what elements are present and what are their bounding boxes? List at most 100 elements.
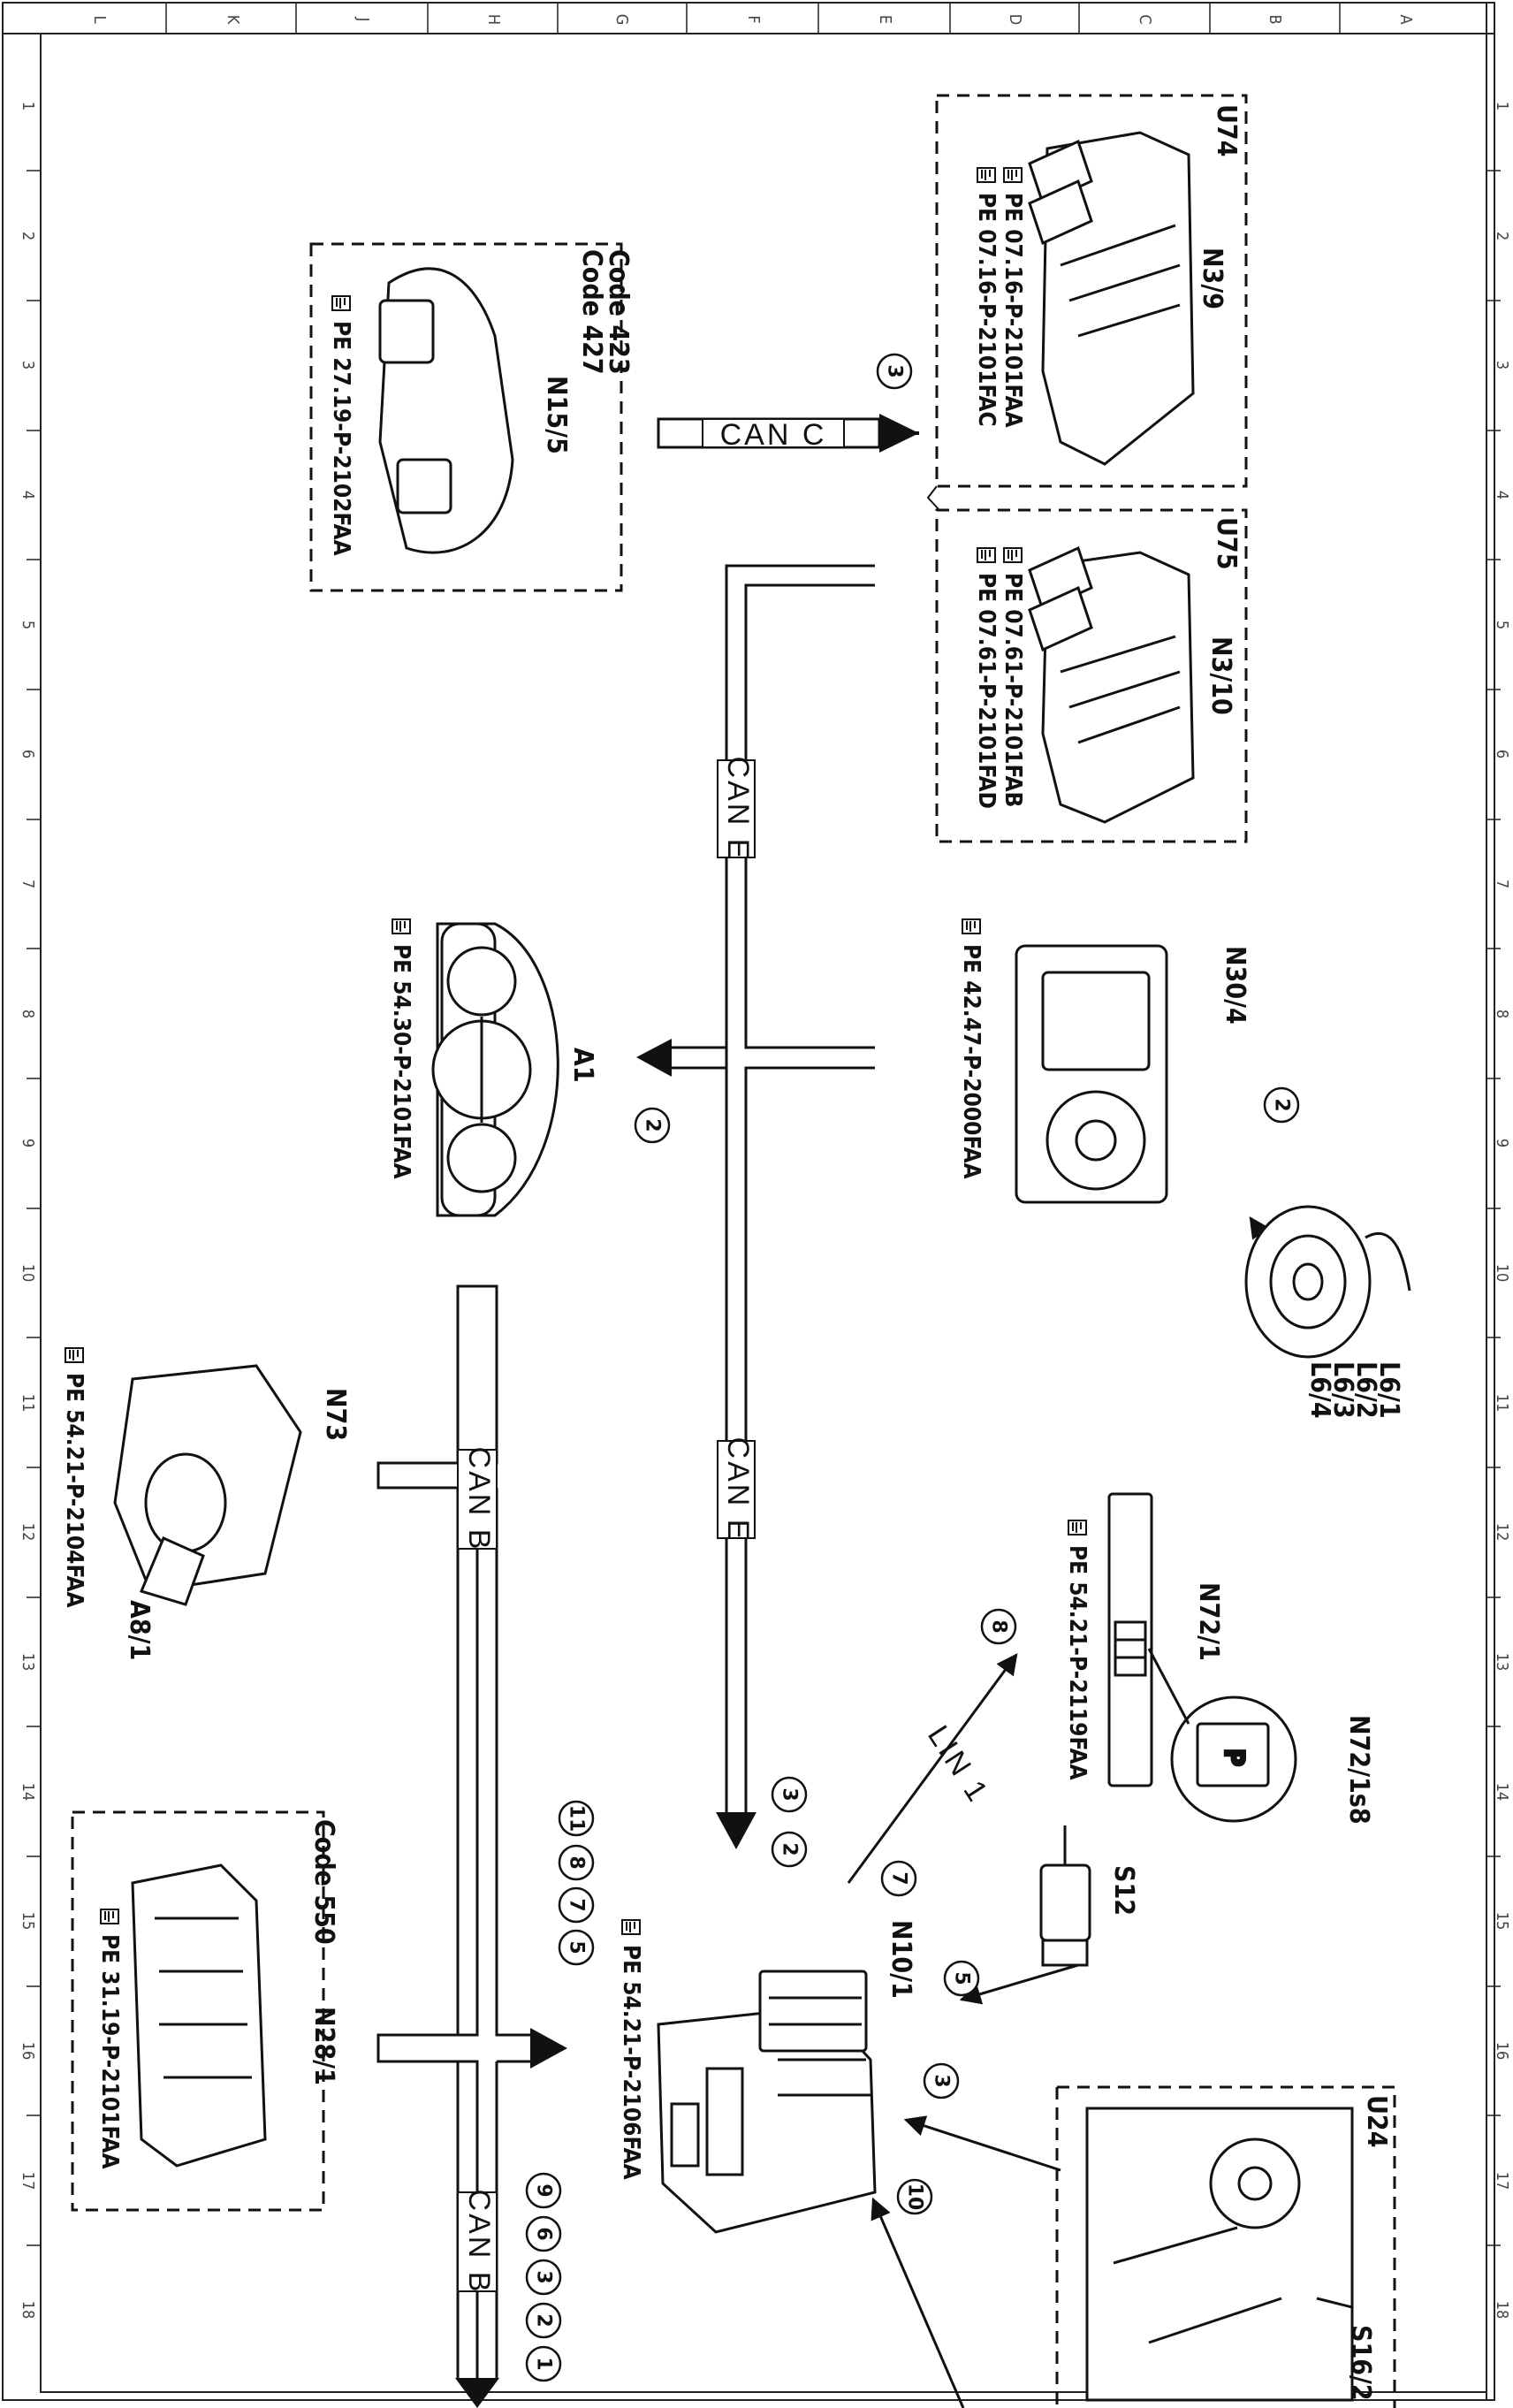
column-marker: H (484, 14, 503, 25)
arrow-s12-n10 (959, 1961, 1088, 2005)
circled-number: 7 (558, 1886, 595, 1924)
ref-n3-10-b: PE 07.61-P-2101FAD (973, 573, 1000, 809)
can-c-line: CAN C (657, 414, 919, 453)
circled-number: 3 (771, 1776, 808, 1813)
svg-text:CAN E: CAN E (721, 757, 755, 862)
group-n28-box (71, 1810, 325, 2212)
row-marker: 2 (19, 232, 37, 240)
label-s12: S12 (1108, 1865, 1139, 1916)
column-marker: J (354, 17, 372, 22)
svg-text:2: 2 (1271, 1098, 1293, 1111)
row-marker: 13 (1493, 1653, 1511, 1672)
column-marker: K (224, 15, 242, 25)
ref-n72-1: PE 54.21-P-2119FAA (1064, 1545, 1091, 1780)
label-s16-2: S16/2 (1345, 2325, 1376, 2401)
label-n72-1s8: N72/1s8 (1343, 1715, 1374, 1825)
module-n28-1 (131, 1863, 267, 2168)
arrow-can-e-n10 (716, 1812, 756, 1849)
label-n15-5: N15/5 (541, 376, 572, 454)
circled-number: 6 (525, 2215, 562, 2252)
circled-numbers: 3 2 2 8 5 3 2 7 11 8 7 5 3 10 9 6 3 2 1 (525, 353, 1300, 2382)
label-l6-4: L6/4 (1304, 1361, 1335, 1419)
label-n72-1: N72/1 (1193, 1582, 1224, 1661)
row-marker: 7 (19, 880, 37, 888)
svg-text:3: 3 (931, 2074, 953, 2087)
pointing-hand-icon (331, 295, 351, 311)
column-markers: L K J H G F E D C B A (90, 3, 1415, 34)
pointing-hand-icon (1003, 547, 1023, 563)
pointing-hand-icon (1003, 167, 1023, 183)
label-l6-1: L6/1 (1373, 1361, 1404, 1419)
group-u24-box (1055, 2085, 1396, 2408)
can-e-label-lower: CAN E (717, 1437, 756, 1543)
bus-label-can-c: CAN C (720, 418, 827, 452)
column-marker: L (90, 15, 109, 23)
code-550: Code 550 (308, 1819, 339, 1945)
ecu-n3-10 (1028, 545, 1195, 824)
circled-number: 1 (525, 2345, 562, 2382)
circled-number: 11 (558, 1800, 595, 1837)
row-marker: 16 (1493, 2042, 1511, 2061)
arrow-can-b-end (455, 2378, 499, 2408)
pointing-hand-icon (1068, 1520, 1087, 1535)
row-marker: 3 (1493, 361, 1511, 370)
instrument-cluster-a1 (431, 922, 559, 1217)
ref-n73: PE 54.21-P-2104FAA (61, 1373, 87, 1608)
code-423: Code 423 (603, 249, 634, 375)
svg-text:7: 7 (888, 1871, 910, 1885)
svg-text:10: 10 (904, 2183, 926, 2211)
svg-text:2: 2 (533, 2313, 555, 2327)
svg-text:CAN B: CAN B (462, 2190, 496, 2295)
svg-text:CAN E: CAN E (721, 1437, 755, 1543)
row-marker: 12 (1493, 1523, 1511, 1542)
svg-text:CAN B: CAN B (462, 1447, 496, 1552)
svg-text:2: 2 (779, 1842, 801, 1856)
pointing-hand-icon (621, 1919, 641, 1935)
u24-photo (1085, 2107, 1354, 2402)
ref-n3-10-a: PE 07.61-P-2101FAB (1000, 573, 1026, 807)
row-marker: 14 (1493, 1783, 1511, 1802)
row-marker: 5 (1493, 621, 1511, 629)
row-marker: 9 (19, 1139, 37, 1147)
group-label-u74: U74 (1211, 104, 1242, 156)
svg-text:3: 3 (779, 1787, 801, 1801)
group-n15-box (309, 242, 623, 592)
row-marker: 7 (1493, 880, 1511, 888)
row-marker: 6 (19, 750, 37, 758)
row-marker: 1 (19, 102, 37, 110)
label-l6-3: L6/3 (1327, 1361, 1358, 1419)
arrow-a1 (636, 1039, 672, 1077)
pointing-hand-icon (100, 1909, 119, 1924)
parking-symbol: P (1219, 1749, 1250, 1766)
svg-text:LIN 1: LIN 1 (921, 1719, 995, 1809)
row-marker: 18 (19, 2301, 37, 2320)
circled-number: 2 (771, 1831, 808, 1868)
row-marker: 17 (1493, 2172, 1511, 2191)
pointing-hand-icon (977, 547, 996, 563)
group-u74-box (935, 94, 1248, 488)
row-marker: 11 (19, 1394, 37, 1413)
arrow-lower-n10 (871, 2197, 965, 2408)
circled-number: 2 (634, 1107, 671, 1144)
switch-s12 (1039, 1825, 1091, 1967)
row-marker: 13 (19, 1653, 37, 1672)
ref-n3-9-a: PE 07.16-P-2101FAA (1000, 193, 1026, 428)
can-b-line (376, 1284, 530, 2378)
row-marker: 6 (1493, 750, 1511, 758)
label-a8-1: A8/1 (124, 1600, 155, 1660)
row-marker: 8 (1493, 1010, 1511, 1018)
pointing-hand-icon (977, 167, 996, 183)
circled-number: 2 (525, 2302, 562, 2339)
row-marker: 10 (19, 1264, 37, 1283)
row-marker: 15 (1493, 1912, 1511, 1931)
row-marker: 10 (1493, 1264, 1511, 1283)
pointing-hand-icon (65, 1347, 84, 1363)
arrow-u24-n10 (903, 2115, 1061, 2172)
label-n10-1: N10/1 (886, 1920, 916, 1999)
column-marker: C (1136, 14, 1154, 24)
abs-unit-n30-4 (1015, 944, 1168, 1204)
row-marker: 17 (19, 2172, 37, 2191)
ref-n3-9-b: PE 07.16-P-2101FAC (973, 193, 1000, 427)
